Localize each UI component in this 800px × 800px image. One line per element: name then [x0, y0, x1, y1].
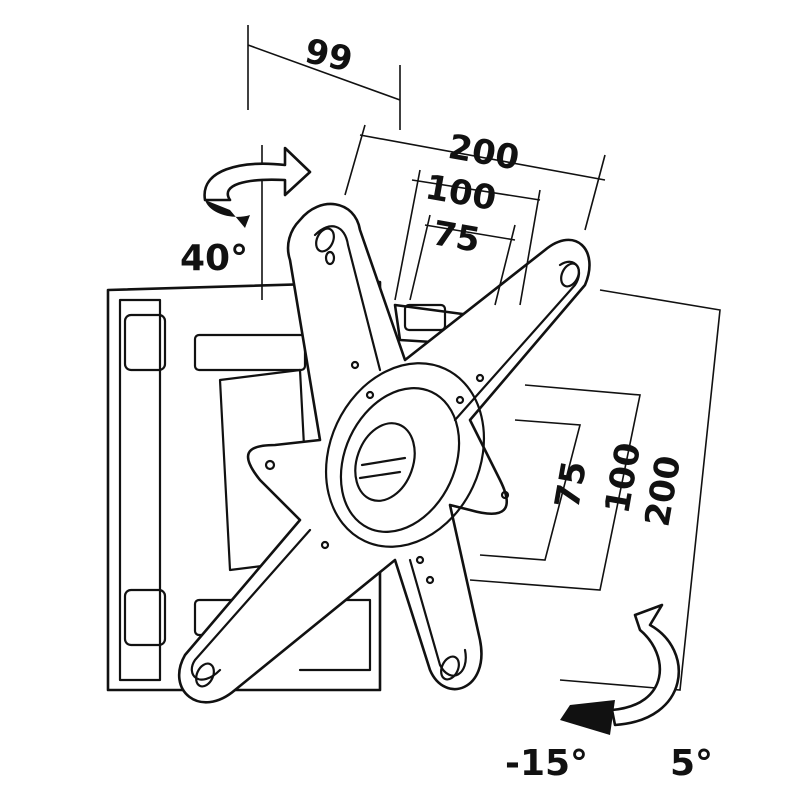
swivel-arrow-icon [203, 146, 312, 228]
dimension-label-horizontal-75: 75 [429, 213, 483, 261]
dimension-label-99: 99 [301, 31, 356, 80]
tilt-down-angle-label: -15° [505, 743, 588, 784]
dimension-label-horizontal-100: 100 [422, 167, 499, 219]
dimension-lines [247, 25, 721, 691]
tilt-up-angle-label: 5° [670, 743, 713, 784]
vesa-plate [178, 202, 591, 704]
swivel-angle-label: 40° [180, 238, 248, 279]
dimension-label-horizontal-200: 200 [445, 127, 522, 179]
dimension-label-vertical-75: 75 [547, 458, 595, 512]
tilt-arrow-icon [560, 603, 681, 735]
